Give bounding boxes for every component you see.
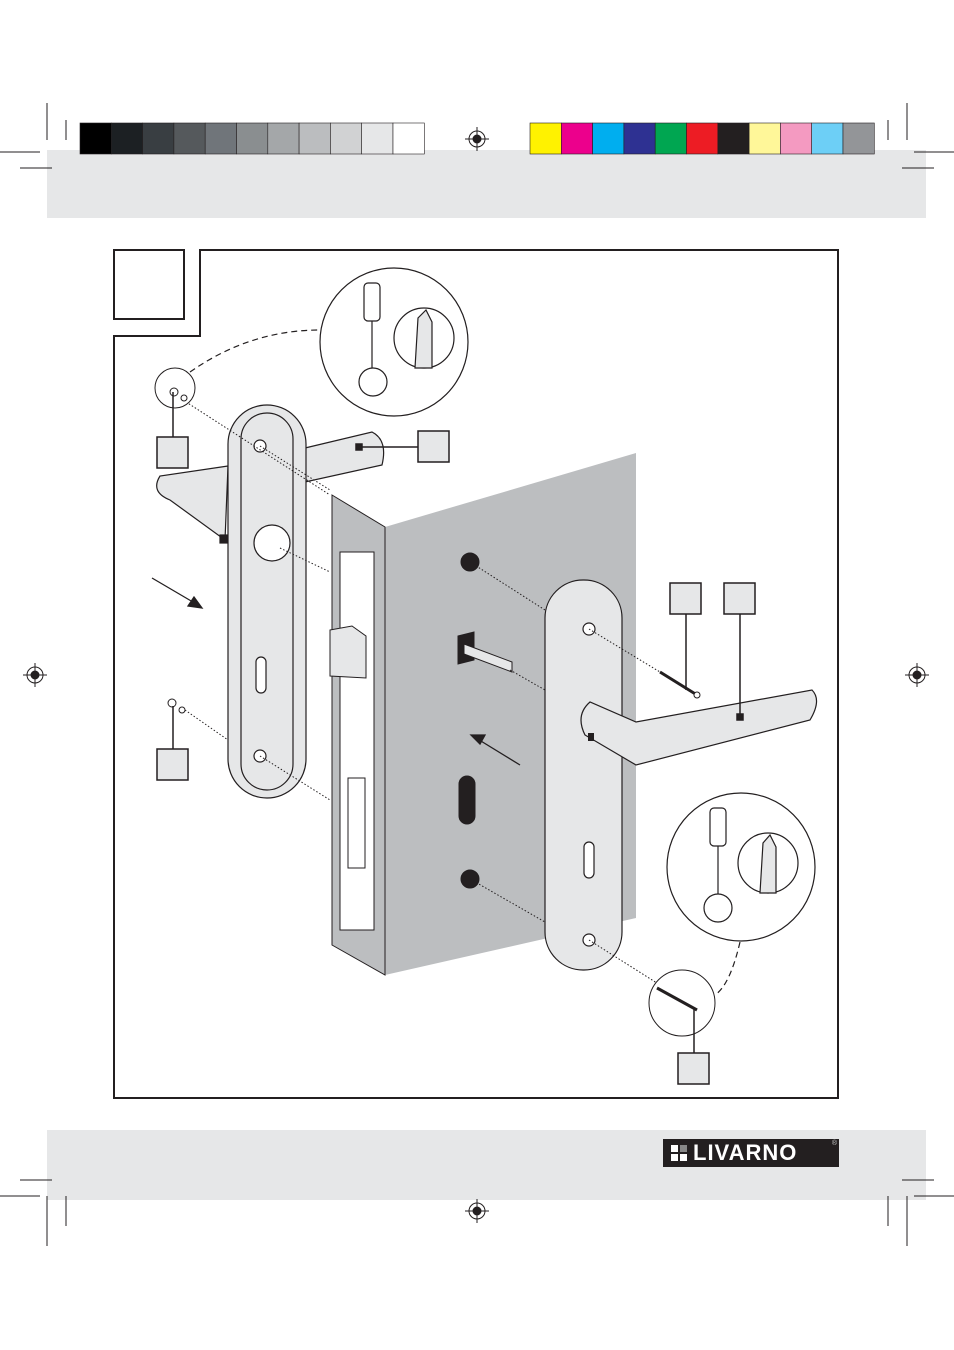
process-color-bar: [529, 122, 875, 155]
color-swatch: [204, 122, 237, 155]
header-band: [47, 150, 926, 218]
diagram-frame: [113, 249, 839, 1099]
arrow-icon: [151, 577, 521, 766]
step-number-box: [113, 249, 185, 320]
color-swatch: [842, 122, 875, 155]
callout-boxes: [156, 392, 756, 1085]
screwdriver-detail-icon: [189, 267, 816, 996]
color-swatch: [111, 122, 143, 155]
logo-mark-icon: [671, 1145, 687, 1161]
left-handle-plate: [156, 404, 385, 799]
color-swatch: [686, 122, 719, 155]
color-swatch: [560, 122, 593, 155]
right-handle-plate: [544, 579, 818, 971]
screw-icon: [154, 367, 716, 1037]
color-swatch: [529, 122, 562, 155]
registration-mark-icon: [23, 127, 929, 1223]
color-swatch: [717, 122, 750, 155]
color-swatch: [392, 122, 425, 155]
color-swatch: [654, 122, 687, 155]
color-swatch: [811, 122, 844, 155]
logo-text: LIVARNO: [693, 1140, 798, 1165]
livarno-logo: LIVARNO ®: [663, 1139, 839, 1167]
color-swatch: [623, 122, 656, 155]
color-swatch: [592, 122, 625, 155]
guide-lines: [182, 399, 661, 986]
color-swatch: [267, 122, 300, 155]
color-swatch: [236, 122, 269, 155]
color-swatch: [173, 122, 206, 155]
color-swatch: [79, 122, 112, 155]
grayscale-color-bar: [79, 122, 425, 155]
color-swatch: [361, 122, 394, 155]
color-swatch: [748, 122, 781, 155]
color-swatch: [330, 122, 362, 155]
color-swatch: [780, 122, 813, 155]
color-swatch: [142, 122, 175, 155]
crop-marks: [0, 103, 954, 1246]
color-swatch: [298, 122, 331, 155]
registered-mark: ®: [831, 1140, 837, 1147]
